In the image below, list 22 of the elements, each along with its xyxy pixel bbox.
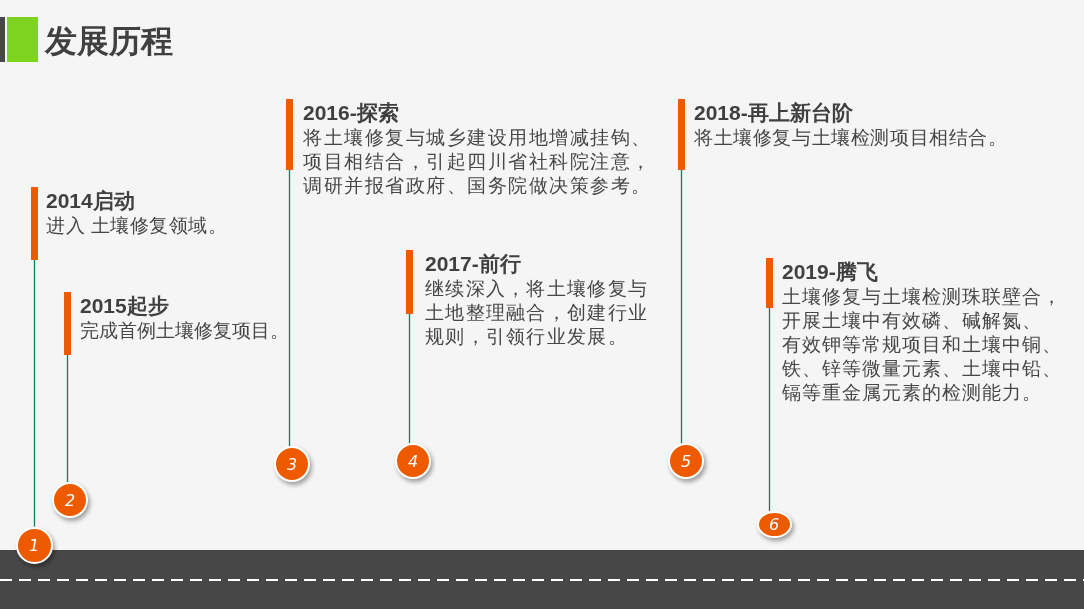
milestone-heading: 2017-前行: [425, 251, 521, 277]
step-number-marker: 3: [274, 446, 310, 482]
step-number-marker: 5: [668, 443, 704, 479]
milestone-description: 完成首例土壤修复项目。: [80, 319, 289, 343]
milestone-description: 进入 土壤修复领域。: [46, 214, 228, 238]
milestone-description: 将土壤修复与土壤检测项目相结合。: [694, 126, 1008, 150]
step-number-marker: 1: [15, 526, 53, 564]
leader-line: [33, 259, 36, 528]
milestone-description: 土壤修复与土壤检测珠联壁合，开展土壤中有效磷、碱解氮、有效钾等常规项目和土壤中铜、铁、锌等微量元素、土壤中铅、镉等重金属元素的检测能力。: [782, 285, 1063, 405]
milestone-heading: 2018-再上新台阶: [694, 100, 853, 126]
milestone-heading: 2015起步: [80, 293, 169, 319]
step-number-marker: 6: [756, 510, 792, 538]
milestone-heading: 2016-探索: [303, 100, 399, 126]
step-number-marker: 4: [395, 443, 431, 479]
milestone-heading: 2014启动: [46, 188, 135, 214]
milestone-heading: 2019-腾飞: [782, 259, 878, 285]
page-title: 发展历程: [45, 22, 173, 61]
step-number-marker: 2: [52, 482, 88, 518]
milestone-description: 将土壤修复与城乡建设用地增减挂钩、项目相结合，引起四川省社科院注意，调研并报省政府、国务院做决策参考。: [303, 126, 653, 198]
milestone-description: 继续深入，将土壤修复与土地整理融合，创建行业规则，引领行业发展。: [425, 277, 650, 349]
leader-line: [66, 354, 69, 483]
leader-line: [680, 169, 683, 445]
